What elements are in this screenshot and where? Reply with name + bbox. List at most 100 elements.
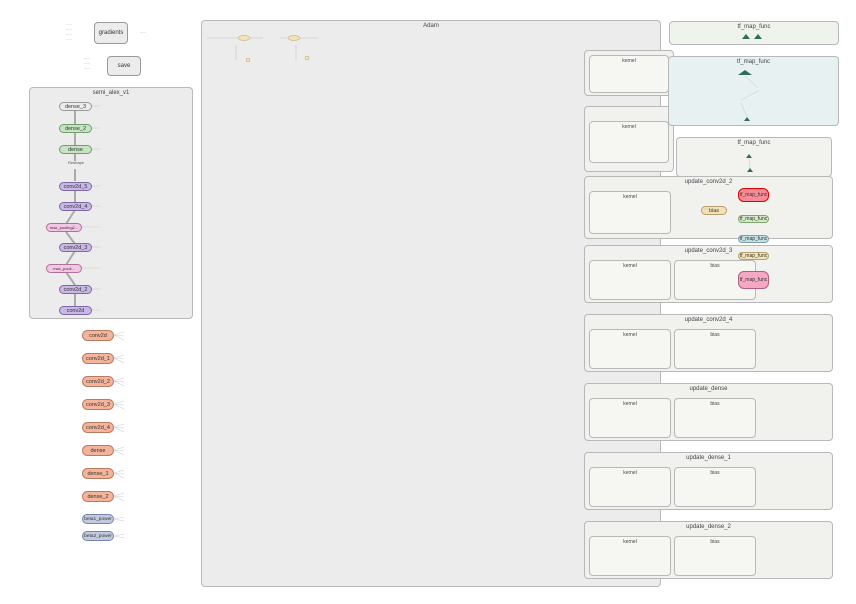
max-pooling2d-1-node[interactable]: max_pooling2... bbox=[46, 223, 82, 232]
var-conv2d-3[interactable]: conv2d_3 bbox=[82, 399, 114, 410]
var-dense-1-label: dense_1 bbox=[87, 470, 109, 477]
gradients-node[interactable]: gradients bbox=[94, 22, 128, 44]
update-conv2d-2-bias-label: bias bbox=[708, 207, 720, 214]
var-beta2-power-label: beta2_power bbox=[84, 533, 112, 539]
update-top-group[interactable]: kernel bbox=[584, 50, 674, 96]
update-dense-1-bias[interactable]: bias bbox=[674, 467, 756, 507]
dense-node[interactable]: dense bbox=[59, 145, 92, 154]
max-pooling2d-1-label: max_pooling2... bbox=[49, 225, 79, 230]
tf-map-func-node-yellow[interactable]: tf_map_func bbox=[738, 252, 769, 260]
tf-map-func-node-rose[interactable]: tf_map_func bbox=[738, 271, 769, 289]
conv2d-2-label: conv2d_2 bbox=[63, 286, 88, 293]
update-conv2d-4-kernel-label: kernel bbox=[623, 332, 637, 338]
dense-label: dense bbox=[68, 146, 83, 153]
var-conv2d-1-label: conv2d_1 bbox=[86, 355, 110, 362]
update-dense-2-title: update_dense_2 bbox=[686, 524, 731, 530]
update-conv2d-3-kernel-label: kernel bbox=[623, 263, 637, 269]
update-dense-bias[interactable]: bias bbox=[674, 398, 756, 438]
update-conv2d-4-bias-label: bias bbox=[710, 332, 720, 338]
update-dense-bias-label: bias bbox=[710, 401, 720, 407]
update-conv2d-2-group[interactable]: update_conv2d_2 kernel bias bbox=[584, 176, 833, 239]
tf-map-func-panel-2[interactable]: tf_map_func bbox=[668, 56, 839, 126]
var-dense-1[interactable]: dense_1 bbox=[82, 468, 114, 479]
update-dense-2-kernel-label: kernel bbox=[623, 539, 637, 545]
tf-map-func-panel-3[interactable]: tf_map_func bbox=[676, 137, 832, 177]
update-dense-2-group[interactable]: update_dense_2 kernel bias bbox=[584, 521, 833, 579]
update-conv2d-2-bias-node[interactable]: bias bbox=[701, 206, 727, 215]
update-conv2d-4-bias[interactable]: bias bbox=[674, 329, 756, 369]
reshape-label: Reshape bbox=[68, 160, 85, 165]
update-conv2d-3-kernel[interactable]: kernel bbox=[589, 260, 671, 300]
tf-map-func-node-green[interactable]: tf_map_func bbox=[738, 215, 769, 223]
semi-alex-v1-title: semi_alex_v1 bbox=[92, 90, 130, 96]
var-conv2d-1[interactable]: conv2d_1 bbox=[82, 353, 114, 364]
var-dense-label: dense bbox=[90, 447, 106, 454]
var-beta2-power[interactable]: beta2_power bbox=[82, 531, 114, 541]
var-beta1-power[interactable]: beta1_power bbox=[82, 514, 114, 524]
tf-map-func-highlighted-label: tf_map_func bbox=[739, 192, 768, 198]
dense-2-label: dense_2 bbox=[64, 125, 87, 132]
tf-map-func-node-green-label: tf_map_func bbox=[739, 216, 768, 222]
update-dense-2-bias[interactable]: bias bbox=[674, 536, 756, 576]
update-top-kernel-label: kernel bbox=[622, 58, 636, 64]
save-label: save bbox=[117, 63, 131, 69]
update-dense-1-title: update_dense_1 bbox=[686, 455, 731, 461]
var-conv2d-2[interactable]: conv2d_2 bbox=[82, 376, 114, 387]
update-dense-1-group[interactable]: update_dense_1 kernel bias bbox=[584, 452, 833, 510]
var-dense-2[interactable]: dense_2 bbox=[82, 491, 114, 502]
tf-map-func-panel-1[interactable]: tf_map_func bbox=[669, 21, 839, 45]
var-dense[interactable]: dense bbox=[82, 445, 114, 456]
conv2d-2-node[interactable]: conv2d_2 bbox=[59, 285, 92, 294]
update-conv2d-3-title: update_conv2d_3 bbox=[684, 248, 733, 254]
dense-2-node[interactable]: dense_2 bbox=[59, 124, 92, 133]
update-dense-1-kernel-label: kernel bbox=[623, 470, 637, 476]
var-conv2d-label: conv2d bbox=[89, 332, 107, 339]
update-top-kernel[interactable]: kernel bbox=[589, 55, 669, 93]
tf-map-func-panel-3-title: tf_map_func bbox=[737, 140, 771, 146]
var-conv2d[interactable]: conv2d bbox=[82, 330, 114, 341]
update-mid1-kernel[interactable]: kernel bbox=[589, 121, 669, 163]
update-dense-2-bias-label: bias bbox=[710, 539, 720, 545]
conv2d-4-label: conv2d_4 bbox=[63, 203, 88, 210]
max-pooling2d-label: max_pooli... bbox=[53, 266, 75, 271]
update-dense-title: update_dense bbox=[689, 386, 728, 392]
gradients-label: gradients bbox=[98, 30, 124, 36]
tf-map-func-panel-1-title: tf_map_func bbox=[737, 24, 771, 30]
var-conv2d-2-label: conv2d_2 bbox=[86, 378, 110, 385]
dense-3-node[interactable]: dense_3 bbox=[59, 102, 92, 111]
update-mid1-group[interactable]: kernel bbox=[584, 106, 674, 172]
tf-map-func-panel-2-title: tf_map_func bbox=[736, 59, 771, 65]
max-pooling2d-node[interactable]: max_pooli... bbox=[46, 264, 82, 273]
conv2d-5-node[interactable]: conv2d_5 bbox=[59, 182, 92, 191]
adam-title: Adam bbox=[423, 23, 439, 29]
semi-alex-v1-group[interactable]: semi_alex_v1 bbox=[29, 87, 193, 319]
conv2d-3-label: conv2d_3 bbox=[63, 244, 88, 251]
var-conv2d-4-label: conv2d_4 bbox=[86, 424, 110, 431]
update-dense-1-kernel[interactable]: kernel bbox=[589, 467, 671, 507]
var-conv2d-3-label: conv2d_3 bbox=[86, 401, 110, 408]
var-beta1-power-label: beta1_power bbox=[84, 516, 112, 522]
save-node[interactable]: save bbox=[107, 56, 141, 76]
update-dense-kernel-label: kernel bbox=[623, 401, 637, 407]
update-dense-kernel[interactable]: kernel bbox=[589, 398, 671, 438]
update-conv2d-4-group[interactable]: update_conv2d_4 kernel bias bbox=[584, 314, 833, 372]
var-conv2d-4[interactable]: conv2d_4 bbox=[82, 422, 114, 433]
tf-map-func-node-teal[interactable]: tf_map_func bbox=[738, 235, 769, 243]
update-dense-group[interactable]: update_dense kernel bias bbox=[584, 383, 833, 441]
update-conv2d-4-title: update_conv2d_4 bbox=[684, 317, 733, 323]
update-conv2d-4-kernel[interactable]: kernel bbox=[589, 329, 671, 369]
tf-map-func-node-rose-label: tf_map_func bbox=[739, 277, 768, 283]
update-dense-1-bias-label: bias bbox=[710, 470, 720, 476]
tf-map-func-highlighted[interactable]: tf_map_func bbox=[738, 188, 769, 202]
conv2d-4-node[interactable]: conv2d_4 bbox=[59, 202, 92, 211]
update-dense-2-kernel[interactable]: kernel bbox=[589, 536, 671, 576]
update-conv2d-2-kernel[interactable]: kernel bbox=[589, 191, 671, 234]
conv2d-3-node[interactable]: conv2d_3 bbox=[59, 243, 92, 252]
conv2d-node[interactable]: conv2d bbox=[59, 306, 92, 315]
conv2d-5-label: conv2d_5 bbox=[63, 183, 88, 190]
update-conv2d-2-kernel-label: kernel bbox=[623, 194, 637, 200]
var-dense-2-label: dense_2 bbox=[87, 493, 109, 500]
